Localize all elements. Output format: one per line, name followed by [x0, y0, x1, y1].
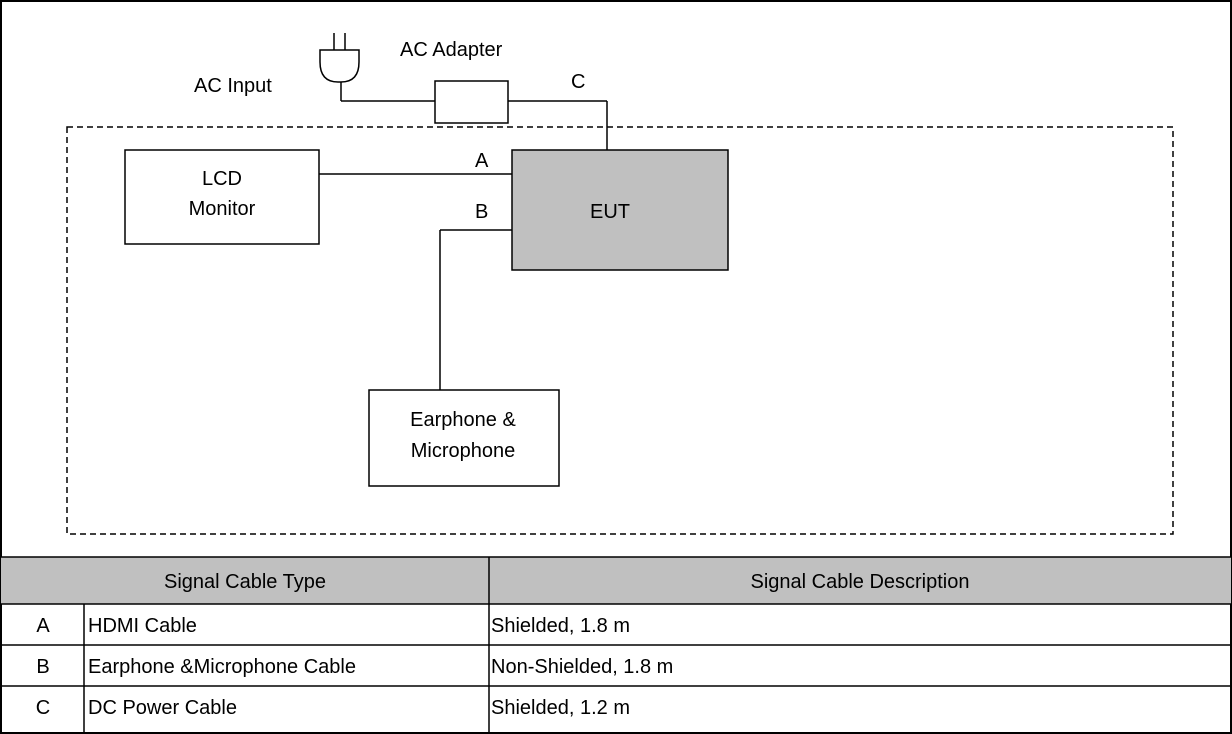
table-row: C DC Power Cable Shielded, 1.2 m	[36, 697, 630, 719]
row-id: A	[36, 615, 50, 637]
row-type: HDMI Cable	[88, 615, 197, 637]
cable-label-a: A	[475, 150, 489, 172]
cable-b-line	[439, 229, 512, 390]
row-type: DC Power Cable	[88, 697, 237, 719]
table-header-row	[1, 557, 1231, 604]
lcd-monitor-box	[124, 149, 320, 245]
row-id: B	[36, 656, 49, 678]
cable-table: Signal Cable Type Signal Cable Descripti…	[0, 556, 1232, 734]
table-header-type: Signal Cable Type	[164, 571, 326, 593]
earphone-microphone-box	[368, 389, 560, 487]
ac-adapter-box	[434, 80, 509, 124]
power-wiring	[341, 100, 608, 150]
earphone-label-line2: Microphone	[411, 440, 516, 462]
row-description: Shielded, 1.8 m	[491, 615, 630, 637]
row-type: Earphone &Microphone Cable	[88, 656, 356, 678]
row-description: Shielded, 1.2 m	[491, 697, 630, 719]
cable-label-c: C	[571, 71, 585, 93]
lcd-monitor-label-line1: LCD	[202, 168, 242, 190]
table-row: B Earphone &Microphone Cable Non-Shielde…	[36, 656, 673, 678]
cable-label-b: B	[475, 201, 488, 223]
ac-adapter-label: AC Adapter	[400, 39, 503, 61]
row-id: C	[36, 697, 50, 719]
table-header-description: Signal Cable Description	[750, 571, 969, 593]
eut-label: EUT	[590, 201, 630, 223]
ac-plug-icon	[319, 33, 360, 101]
lcd-monitor-label-line2: Monitor	[189, 198, 256, 220]
ac-input-label: AC Input	[194, 75, 272, 97]
eut-box	[511, 149, 729, 271]
earphone-label-line1: Earphone &	[410, 409, 516, 431]
table-row: A HDMI Cable Shielded, 1.8 m	[36, 615, 630, 637]
row-description: Non-Shielded, 1.8 m	[491, 656, 673, 678]
system-boundary	[66, 126, 1174, 535]
